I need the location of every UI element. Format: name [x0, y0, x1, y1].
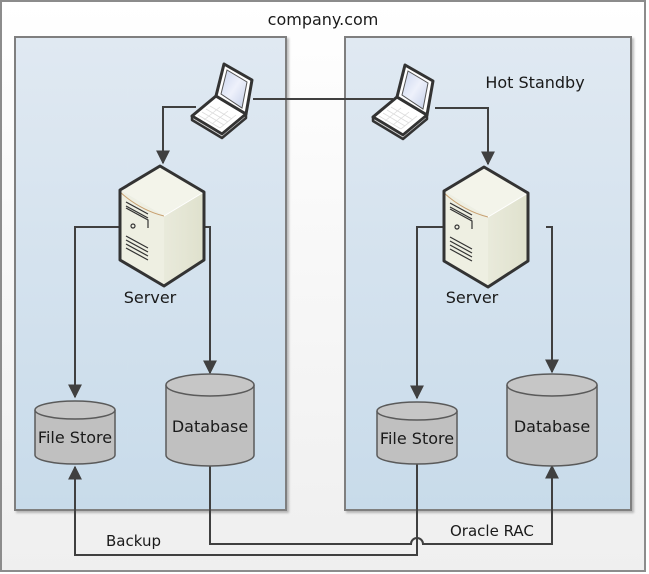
connector-standby-client-to-server	[435, 107, 495, 166]
filestore-label-standby: File Store	[380, 429, 454, 448]
database-label-primary: Database	[172, 417, 248, 436]
connector-oracle-rac	[209, 464, 559, 545]
connector-primary-client-to-server	[156, 106, 196, 165]
database-label-standby: Database	[514, 417, 590, 436]
connector-primary-server-to-database	[203, 226, 217, 375]
connector-primary-server-to-filestore	[68, 226, 120, 399]
database-cylinder-standby[interactable]	[506, 373, 598, 467]
diagram-title: company.com	[268, 10, 379, 29]
connector-backup	[68, 462, 418, 556]
zone-standby-label: Hot Standby	[485, 73, 584, 92]
connector-backup-label: Backup	[106, 532, 161, 550]
database-cylinder-primary[interactable]	[165, 373, 255, 467]
server-icon-primary[interactable]	[118, 164, 206, 288]
server-label-primary: Server	[124, 288, 177, 307]
connector-oracle-rac-label: Oracle RAC	[450, 522, 534, 540]
server-icon-standby[interactable]	[442, 165, 530, 289]
filestore-label-primary: File Store	[38, 428, 112, 447]
filestore-cylinder-standby[interactable]	[376, 401, 458, 465]
filestore-cylinder-primary[interactable]	[34, 400, 116, 465]
connector-standby-server-to-database	[545, 226, 559, 374]
server-label-standby: Server	[446, 288, 499, 307]
